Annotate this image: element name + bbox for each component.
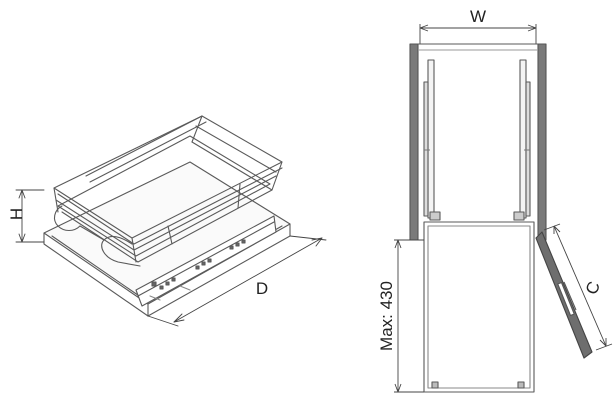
width-label: W <box>470 7 486 26</box>
opened-door <box>535 231 593 359</box>
wire-basket <box>53 115 283 267</box>
max-opening-label: Max: 430 <box>377 281 396 351</box>
front-slide-rail <box>135 215 277 307</box>
width-dimension <box>419 24 537 44</box>
pulled-out-drawer <box>423 221 535 393</box>
max-opening-dimension <box>394 239 424 393</box>
top-view-cabinet <box>394 24 613 393</box>
slide-rails <box>423 59 531 221</box>
depth-label: D <box>256 279 268 298</box>
clearance-label: C <box>582 279 604 298</box>
depth-dimension <box>147 235 327 327</box>
height-label: H <box>7 208 26 220</box>
clearance-dimension <box>543 223 613 351</box>
isometric-basket-view <box>15 115 327 327</box>
height-dimension <box>15 189 45 243</box>
